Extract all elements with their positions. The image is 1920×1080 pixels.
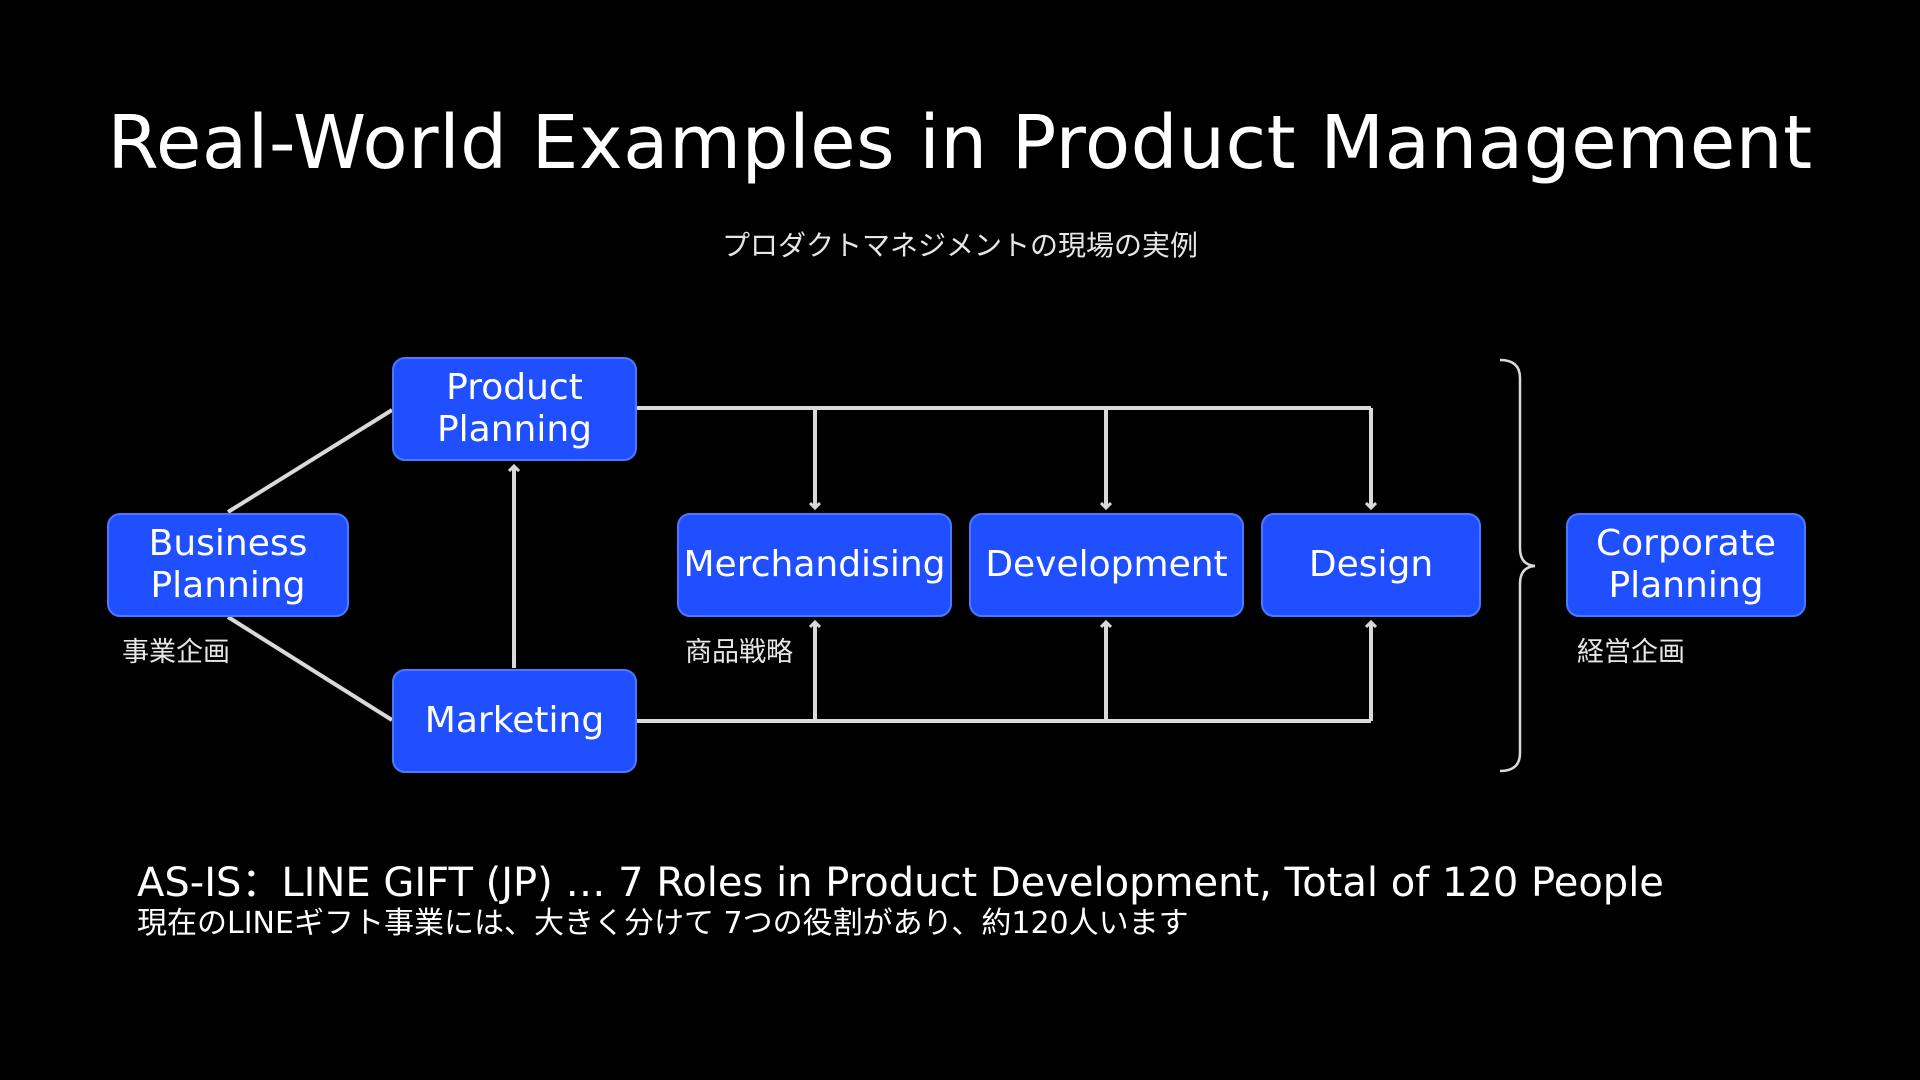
node-product-planning-label: Product Planning: [436, 367, 593, 450]
node-business-planning-label: Business Planning: [148, 523, 308, 606]
slide-title: Real-World Examples in Product Managemen…: [107, 100, 1813, 186]
footer-sub-text: 現在のLINEギフト事業には、大きく分けて 7つの役割があり、約120人います: [137, 906, 1189, 941]
node-marketing: Marketing: [392, 669, 637, 773]
node-development: Development: [969, 513, 1244, 617]
label-business-planning-jp: 事業企画: [122, 637, 230, 668]
node-merchandising-label: Merchandising: [683, 544, 946, 585]
node-product-planning: Product Planning: [392, 357, 637, 461]
connector-business-to-product: [226, 408, 394, 514]
footer-main-text: AS-IS：LINE GIFT (JP) … 7 Roles in Produc…: [137, 860, 1664, 906]
node-business-planning: Business Planning: [107, 513, 349, 617]
node-corporate-planning-label: Corporate Planning: [1596, 523, 1776, 606]
label-corporate-planning-jp: 経営企画: [1577, 637, 1685, 668]
curly-brace: [1499, 358, 1536, 773]
label-merchandising-jp: 商品戦略: [685, 637, 793, 668]
node-design-label: Design: [1308, 544, 1434, 585]
node-development-label: Development: [985, 544, 1228, 585]
node-design: Design: [1261, 513, 1481, 617]
node-marketing-label: Marketing: [424, 700, 605, 741]
connector-business-to-marketing: [226, 615, 394, 722]
slide-subtitle: プロダクトマネジメントの現場の実例: [721, 229, 1198, 262]
node-merchandising: Merchandising: [677, 513, 952, 617]
node-corporate-planning: Corporate Planning: [1566, 513, 1806, 617]
